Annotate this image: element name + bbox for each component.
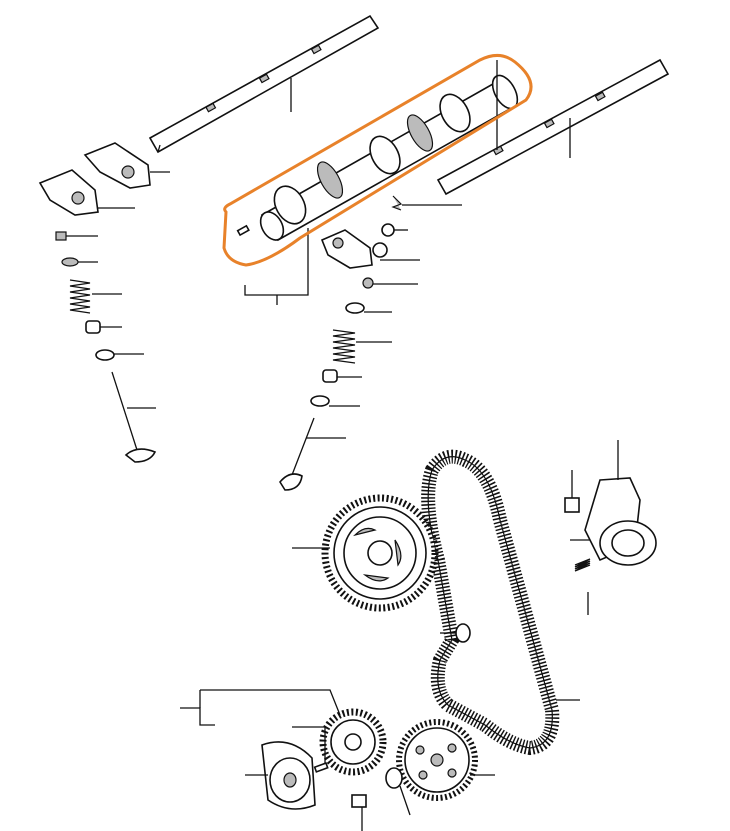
left-rocker-shaft[interactable]	[148, 14, 380, 154]
belt-tensioner[interactable]	[564, 440, 657, 615]
washer[interactable]	[455, 623, 471, 643]
camshaft[interactable]	[236, 60, 523, 305]
crank-sprocket[interactable]	[180, 689, 387, 776]
camshaft-highlight	[222, 54, 533, 267]
left-valve	[111, 371, 157, 463]
washer[interactable]	[385, 767, 403, 789]
timing-belt[interactable]	[421, 449, 580, 756]
key-pin[interactable]	[313, 762, 329, 773]
bolt[interactable]	[351, 794, 367, 831]
crank-hub[interactable]	[245, 741, 316, 810]
intermediate-pulley[interactable]	[396, 719, 495, 801]
cam-pulley[interactable]	[292, 494, 439, 612]
right-rocker-shaft[interactable]	[436, 58, 670, 196]
left-rocker-arms[interactable]	[38, 142, 170, 216]
middle-valve-assembly[interactable]	[279, 195, 462, 491]
left-valve-spring	[69, 279, 122, 314]
left-valve-assembly[interactable]	[55, 231, 157, 463]
